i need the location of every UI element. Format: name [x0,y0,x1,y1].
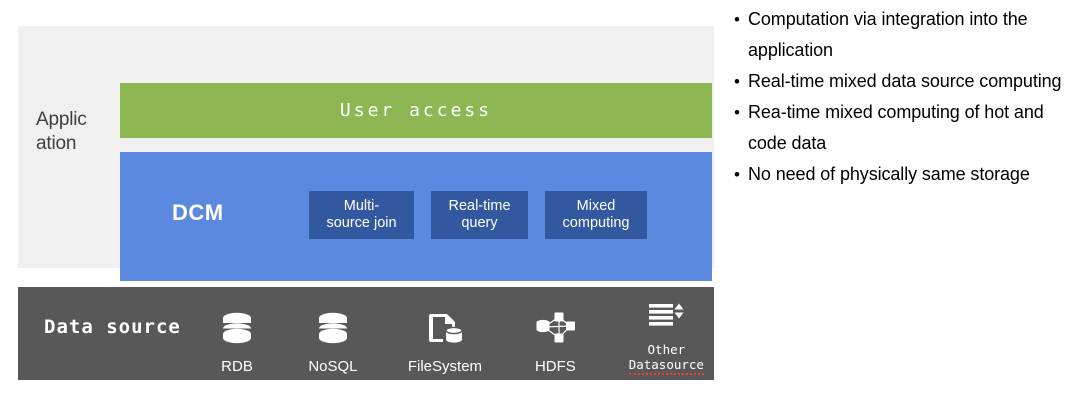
application-label-line2: ation [36,133,77,154]
user-access-label: User access [339,100,493,121]
list-item: • Computation via integration into the a… [726,4,1080,66]
user-access-bar[interactable]: User access [120,83,712,138]
data-source-item-rdb[interactable]: RDB [216,310,258,375]
data-source-item-hdfs[interactable]: HDFS [532,310,578,375]
other-datasource-line1: Other [647,342,686,357]
data-source-bar: Data source [18,287,714,380]
bullet-text: No need of physically same storage [748,164,1030,184]
data-source-caption: RDB [221,358,253,375]
file-document-icon [424,310,466,355]
list-sort-icon [643,302,689,339]
application-layer-label: Applic ation [36,108,114,156]
bullet-text: Computation via integration into the app… [748,9,1028,60]
application-layer-panel: Applic ation User access DCM Multi-sourc… [18,26,714,281]
dcm-label: DCM [172,200,224,225]
application-label-line1: Applic [36,109,87,130]
data-source-item-filesystem[interactable]: FileSystem [408,310,482,375]
architecture-diagram: Applic ation User access DCM Multi-sourc… [18,26,714,380]
data-source-item-group: RDB [216,293,704,375]
data-source-caption: NoSQL [308,358,358,375]
data-source-title: Data source [44,316,181,338]
data-source-item-other-datasource[interactable]: Other Datasource [628,302,704,375]
list-item: • Rea-time mixed computing of hot and co… [726,97,1080,159]
database-cylinder-icon [312,310,354,355]
list-item: • No need of physically same storage [726,159,1080,190]
list-item: • Real-time mixed data source computing [726,66,1080,97]
data-source-caption: HDFS [534,358,576,375]
feature-box-multi-source-join[interactable]: Multi-source join [309,191,414,239]
bullet-text: Rea-time mixed computing of hot and code… [748,102,1044,153]
bullet-text: Real-time mixed data source computing [748,71,1062,91]
database-cylinder-icon [216,310,258,355]
distributed-nodes-icon [532,310,578,355]
feature-box-label: Multi-source join [326,198,397,231]
bullet-marker-icon: • [734,10,740,29]
data-source-caption: Other Datasource [628,342,704,375]
data-source-item-nosql[interactable]: NoSQL [308,310,358,375]
bullet-marker-icon: • [734,165,740,184]
bullet-marker-icon: • [734,72,740,91]
bullet-list: • Computation via integration into the a… [726,4,1080,408]
other-datasource-line2: Datasource [628,357,704,375]
bullet-marker-icon: • [734,103,740,122]
data-source-caption: FileSystem [407,358,483,375]
